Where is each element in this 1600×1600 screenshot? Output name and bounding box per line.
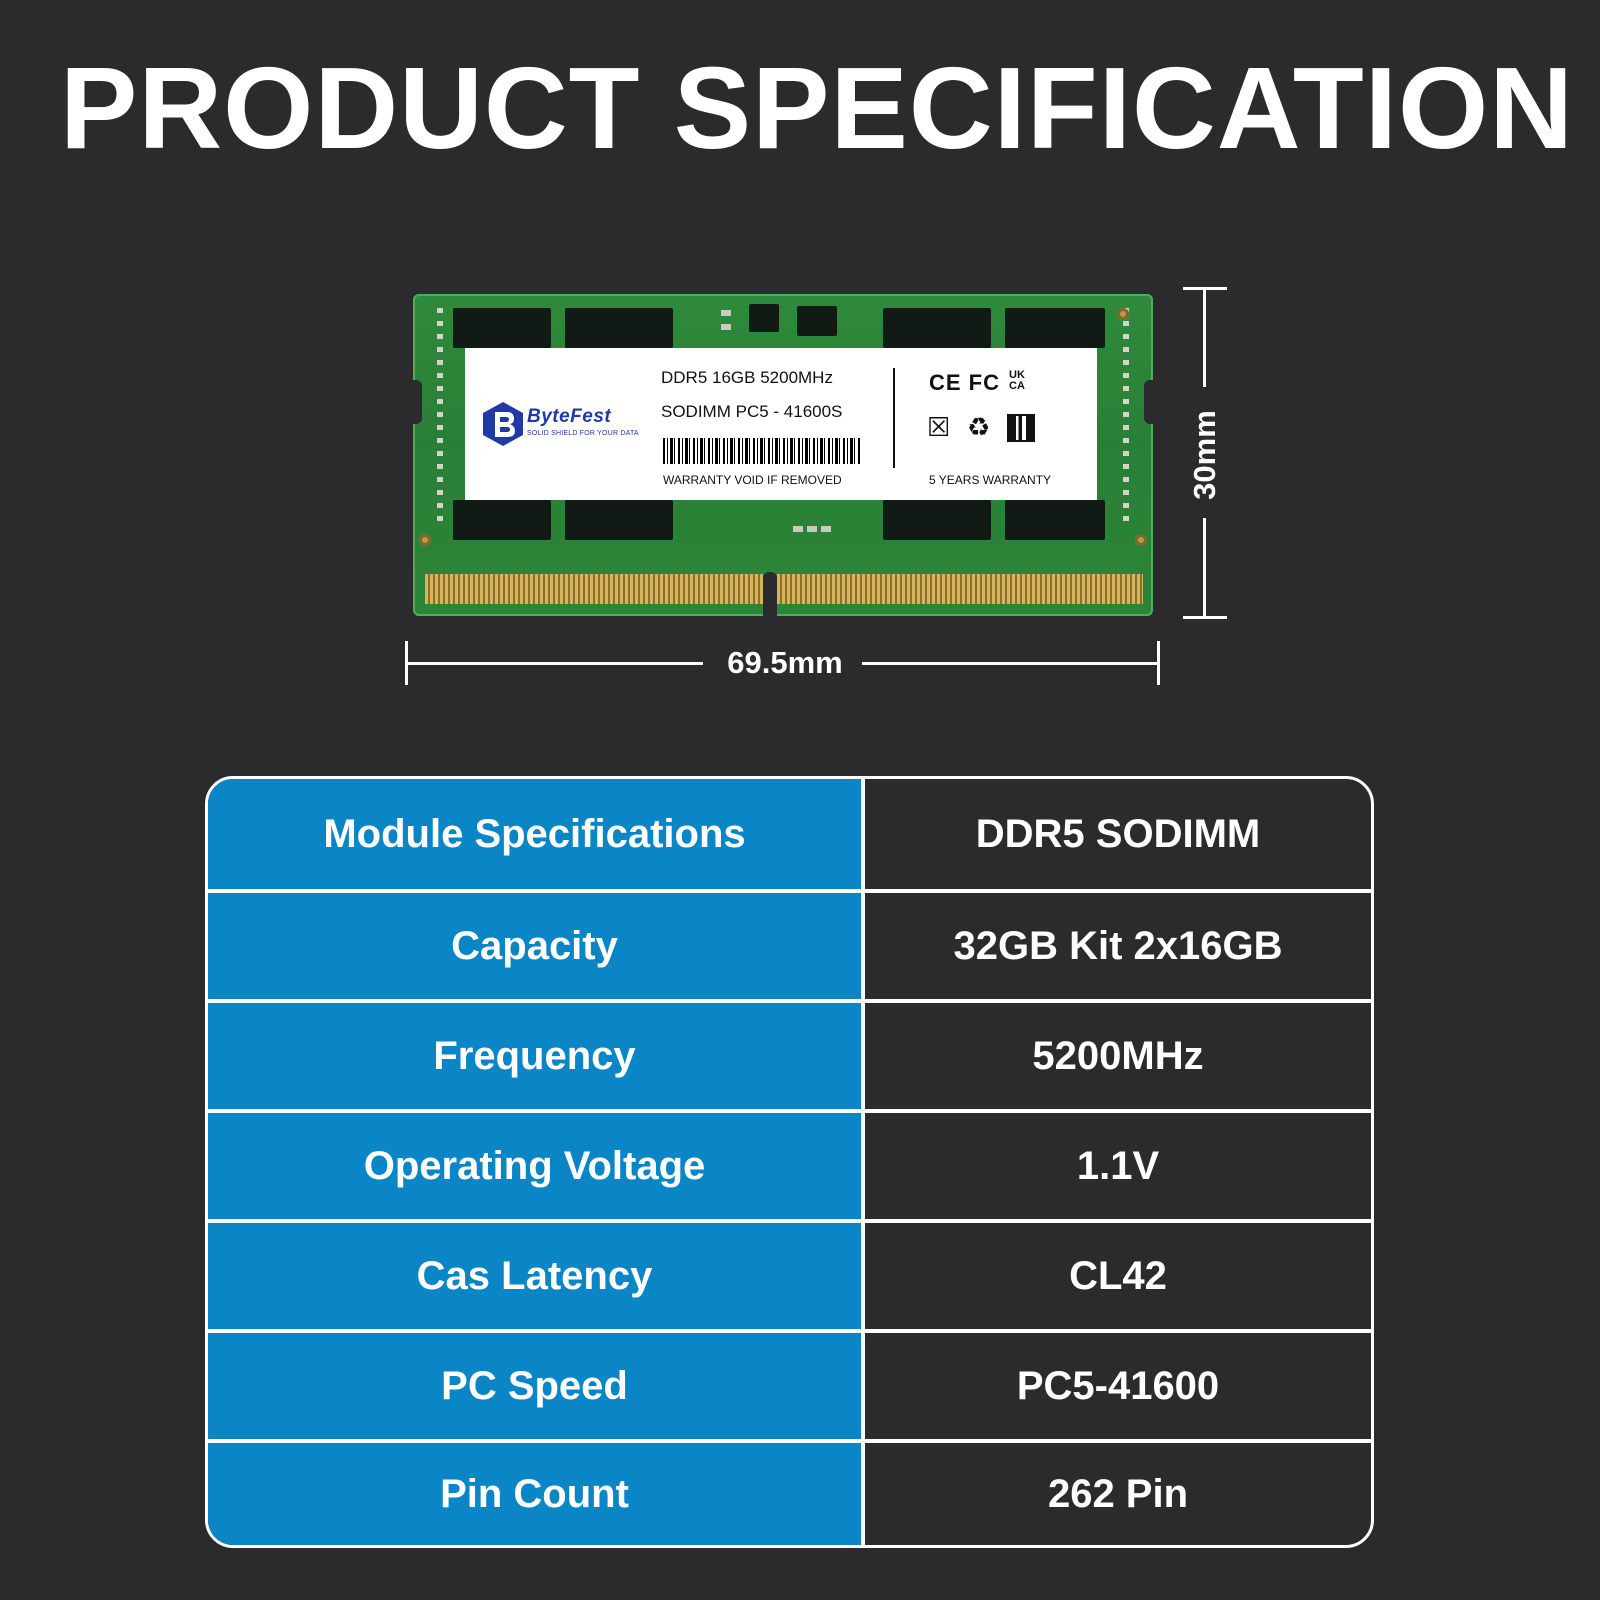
barcode-icon — [663, 438, 861, 464]
spec-key: Cas Latency — [208, 1223, 861, 1329]
memory-chip — [883, 500, 991, 540]
spec-key: Pin Count — [208, 1443, 861, 1545]
smd-component — [793, 526, 803, 532]
certification-marks: CE FC — [929, 370, 1000, 395]
spec-value: 262 Pin — [861, 1443, 1371, 1545]
brand-name: ByteFest — [527, 406, 612, 427]
module-side-notch-right — [1144, 380, 1156, 424]
spec-table: Module Specifications DDR5 SODIMM Capaci… — [205, 776, 1374, 1548]
smd-component — [807, 526, 817, 532]
height-dimension-line-top — [1203, 287, 1206, 387]
memory-chip — [883, 308, 991, 348]
ram-module-image: ByteFest SOLID SHIELD FOR YOUR DATA DDR5… — [410, 294, 1156, 616]
spec-key: PC Speed — [208, 1333, 861, 1439]
module-label-sticker: ByteFest SOLID SHIELD FOR YOUR DATA DDR5… — [465, 348, 1097, 500]
mounting-hole — [1117, 308, 1129, 320]
recycle-icon: ♻ — [967, 412, 991, 442]
spec-key: Capacity — [208, 893, 861, 999]
label-warranty-years: 5 YEARS WARRANTY — [929, 473, 1052, 487]
smd-component — [721, 310, 731, 316]
page-title: PRODUCT SPECIFICATION — [60, 43, 1574, 173]
module-side-notch-left — [410, 380, 422, 424]
spd-chip — [749, 304, 779, 332]
weee-bin-icon: ☒ — [927, 412, 951, 442]
spec-value: 1.1V — [861, 1113, 1371, 1219]
mounting-hole — [419, 534, 431, 546]
height-dimension-line-bottom — [1203, 518, 1206, 618]
memory-chip — [1005, 500, 1105, 540]
width-dimension-line-right — [862, 662, 1160, 665]
ukca-bottom: CA — [1009, 380, 1025, 392]
label-icon-row: ☒ ♻ — [927, 412, 1047, 446]
spec-key: Frequency — [208, 1003, 861, 1109]
width-dimension-tick-right — [1157, 641, 1160, 685]
row-separator — [208, 1219, 1371, 1223]
label-divider — [893, 368, 895, 468]
spec-row-pc-speed: PC Speed PC5-41600 — [208, 1333, 1371, 1439]
memory-chip — [453, 500, 551, 540]
spec-value: CL42 — [861, 1223, 1371, 1329]
spec-row-capacity: Capacity 32GB Kit 2x16GB — [208, 893, 1371, 999]
mounting-hole — [1135, 534, 1147, 546]
memory-chip — [453, 308, 551, 348]
row-separator — [208, 1329, 1371, 1333]
smd-component — [721, 324, 731, 330]
module-key-notch — [763, 572, 777, 616]
spec-key: Operating Voltage — [208, 1113, 861, 1219]
qr-code-icon — [1007, 414, 1035, 442]
spec-row-module: Module Specifications DDR5 SODIMM — [208, 779, 1371, 889]
label-part-line: SODIMM PC5 - 41600S — [661, 402, 843, 421]
row-separator — [208, 1439, 1371, 1443]
memory-chip — [565, 308, 673, 348]
spec-value: PC5-41600 — [861, 1333, 1371, 1439]
spec-value: 5200MHz — [861, 1003, 1371, 1109]
spec-row-voltage: Operating Voltage 1.1V — [208, 1113, 1371, 1219]
smd-component — [821, 526, 831, 532]
spec-row-frequency: Frequency 5200MHz — [208, 1003, 1371, 1109]
gold-contacts-left — [425, 574, 763, 604]
spec-row-cas-latency: Cas Latency CL42 — [208, 1223, 1371, 1329]
ukca-mark-icon: UK CA — [1009, 370, 1025, 392]
brand-logo: ByteFest SOLID SHIELD FOR YOUR DATA — [481, 398, 651, 448]
height-dimension-tick-bottom — [1183, 616, 1227, 619]
width-dimension-line-left — [405, 662, 703, 665]
pmic-chip — [797, 306, 837, 336]
row-separator — [208, 889, 1371, 893]
spec-value: 32GB Kit 2x16GB — [861, 893, 1371, 999]
ukca-top: UK — [1009, 369, 1025, 381]
gold-contacts-right — [777, 574, 1143, 604]
memory-chip — [565, 500, 673, 540]
spec-value: DDR5 SODIMM — [861, 779, 1371, 889]
width-dimension-label: 69.5mm — [727, 645, 843, 680]
height-dimension-label: 30mm — [1187, 410, 1222, 500]
label-warranty-void: WARRANTY VOID IF REMOVED — [663, 473, 842, 487]
spec-key: Module Specifications — [208, 779, 861, 889]
brand-hexagon-icon — [483, 402, 523, 446]
brand-tagline: SOLID SHIELD FOR YOUR DATA — [527, 430, 639, 437]
smd-component-column — [437, 308, 443, 529]
row-separator — [208, 1109, 1371, 1113]
row-separator — [208, 999, 1371, 1003]
label-model-line: DDR5 16GB 5200MHz — [661, 368, 833, 387]
memory-chip — [1005, 308, 1105, 348]
smd-component-column — [1123, 308, 1129, 529]
spec-row-pin-count: Pin Count 262 Pin — [208, 1443, 1371, 1545]
